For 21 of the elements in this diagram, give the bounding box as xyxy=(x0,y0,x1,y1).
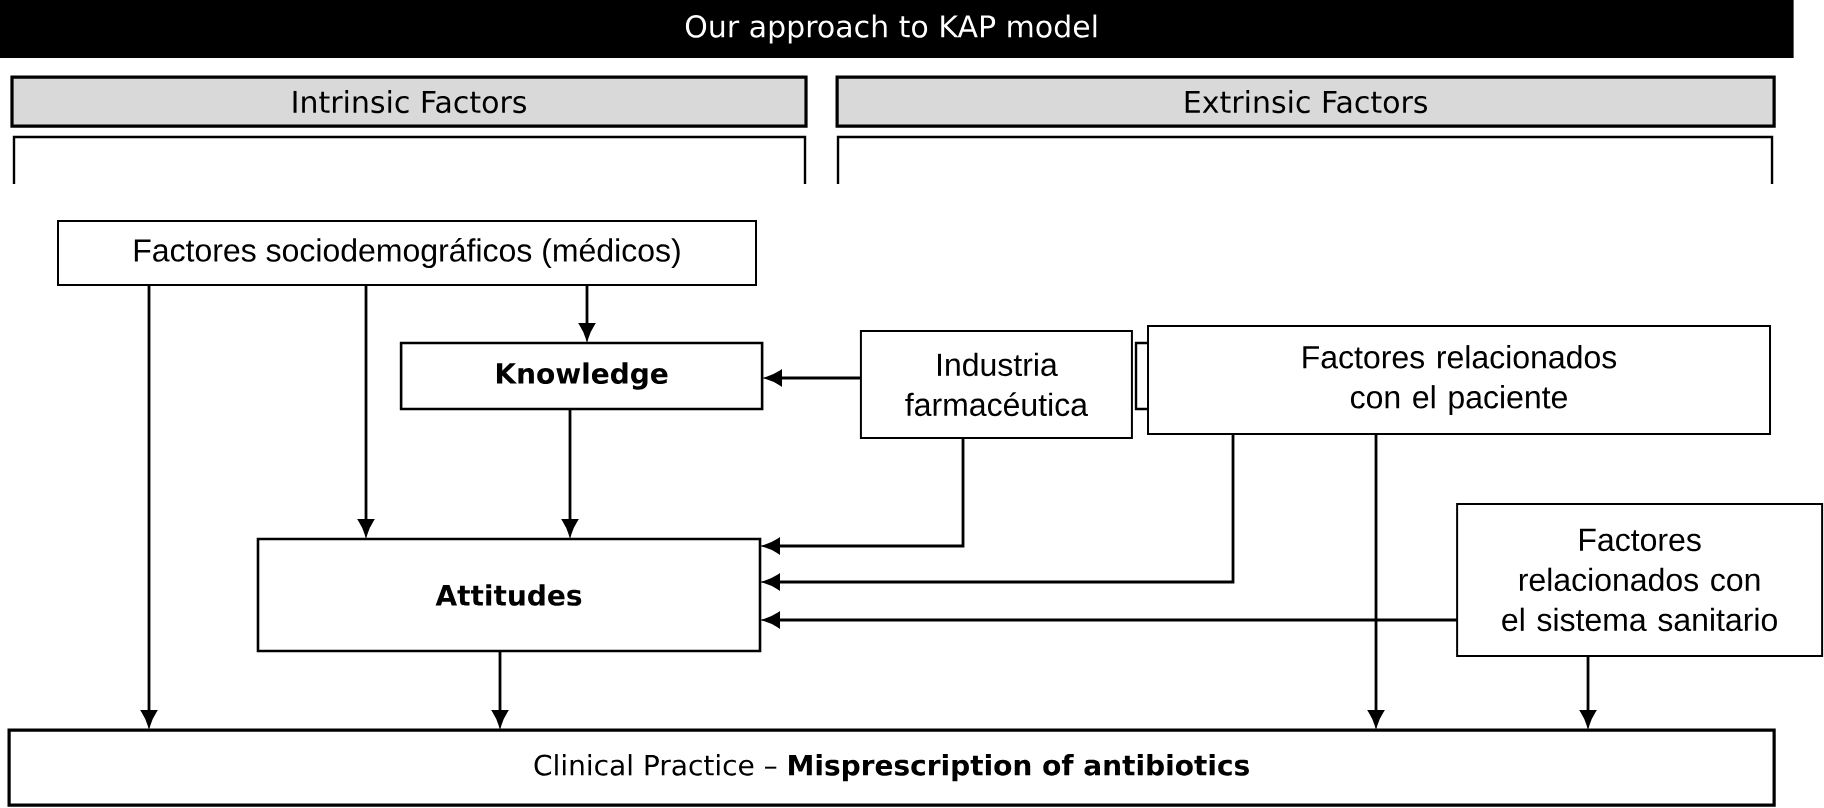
factor-box: Knowledge xyxy=(399,341,764,411)
factor-box: Factores sociodemográficos (médicos) xyxy=(57,220,757,286)
arrow xyxy=(763,438,965,554)
factor-box: Factores relacionados con el paciente xyxy=(1147,325,1771,435)
arrow xyxy=(358,285,374,536)
factor-box: Attitudes xyxy=(256,537,762,653)
outcome-box: Clinical Practice – Misprescription of antibiotics xyxy=(7,728,1776,807)
arrow xyxy=(141,285,157,727)
title-bar: Our approach to KAP model xyxy=(0,0,1794,58)
arrow xyxy=(1368,434,1384,727)
arrow xyxy=(562,409,578,536)
factor-box: Industria farmacéutica xyxy=(859,329,1133,439)
arrow xyxy=(763,612,1458,628)
header-bar: Intrinsic Factors xyxy=(10,75,808,128)
arrow xyxy=(763,434,1235,590)
arrow xyxy=(765,370,861,386)
factor-box: Factores relacionados con el sistema sanitario xyxy=(1456,503,1824,657)
header-bar: Extrinsic Factors xyxy=(835,75,1776,128)
arrow xyxy=(1580,656,1596,727)
arrow xyxy=(579,285,595,340)
arrow xyxy=(492,651,508,727)
